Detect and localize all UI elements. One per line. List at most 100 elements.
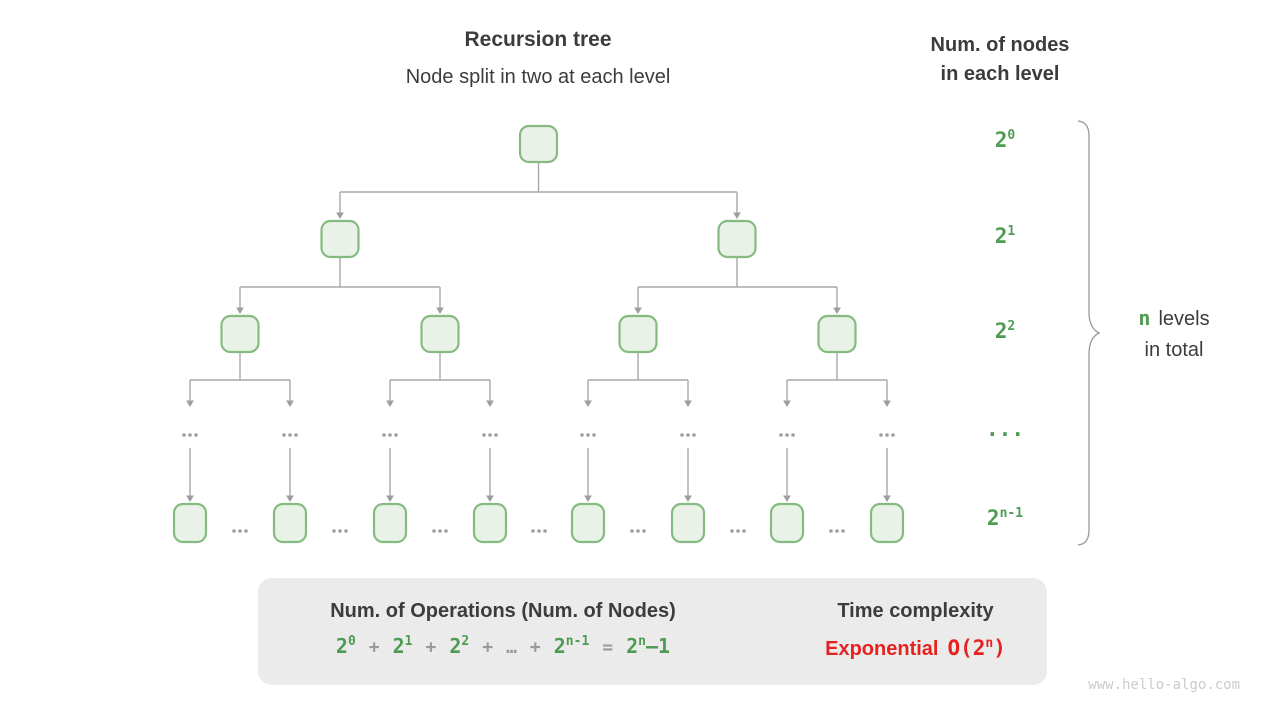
ellipsis-dots	[543, 529, 547, 533]
ellipsis-dots	[835, 529, 839, 533]
arrowhead-icon	[486, 495, 494, 502]
ellipsis-dots	[730, 529, 734, 533]
page-subtitle: Node split in two at each level	[405, 66, 671, 88]
tree-node	[869, 502, 905, 544]
tree-node	[618, 314, 658, 354]
arrowhead-icon	[486, 400, 494, 407]
ellipsis-dots	[537, 529, 541, 533]
ellipsis-dots	[742, 529, 746, 533]
arrowhead-icon	[386, 400, 394, 407]
formula-token: 22	[449, 634, 470, 658]
arrowhead-icon	[186, 495, 194, 502]
arrowhead-icon	[436, 307, 444, 314]
page-title: Recursion tree	[464, 28, 612, 51]
arrowhead-icon	[833, 307, 841, 314]
brace-icon	[1077, 120, 1101, 546]
tree-node	[172, 502, 208, 544]
right-column-title-line1: Num. of nodes	[930, 34, 1070, 56]
arrowhead-icon	[783, 495, 791, 502]
ellipsis-dots	[182, 433, 186, 437]
ellipsis-dots	[592, 433, 596, 437]
formula-token: 2n–1	[626, 634, 671, 658]
ellipsis-dots	[244, 529, 248, 533]
tree-node	[220, 314, 260, 354]
tree-node	[272, 502, 308, 544]
arrowhead-icon	[286, 495, 294, 502]
arrowhead-icon	[883, 495, 891, 502]
tree-node	[372, 502, 408, 544]
arrowhead-icon	[634, 307, 642, 314]
operations-formula: 20 +21 +22 + … +2n-1 = 2n–1	[278, 634, 728, 658]
formula-token: +	[425, 637, 437, 658]
formula-token: +	[482, 637, 494, 658]
summary-box	[258, 578, 1047, 685]
ellipsis-dots	[238, 529, 242, 533]
level-label: 2n-1	[986, 506, 1024, 530]
arrowhead-icon	[783, 400, 791, 407]
arrowhead-icon	[286, 400, 294, 407]
ellipsis-dots	[779, 433, 783, 437]
level-label: 22	[994, 319, 1016, 343]
ellipsis-dots	[736, 529, 740, 533]
tree-node	[570, 502, 606, 544]
ellipsis-dots	[344, 529, 348, 533]
ellipsis-dots	[891, 433, 895, 437]
ellipsis-dots	[494, 433, 498, 437]
formula-token: +	[529, 637, 541, 658]
tree-node	[420, 314, 460, 354]
ellipsis-dots	[785, 433, 789, 437]
arrowhead-icon	[684, 495, 692, 502]
n-levels-label: levels	[1158, 308, 1210, 330]
level-label: 21	[994, 224, 1016, 248]
ellipsis-dots	[586, 433, 590, 437]
arrowhead-icon	[883, 400, 891, 407]
ellipsis-dots	[829, 529, 833, 533]
formula-token: 21	[392, 634, 413, 658]
ellipsis-dots	[188, 433, 192, 437]
ellipsis-dots	[432, 529, 436, 533]
complexity-expression: O(2n)	[947, 636, 1006, 660]
ellipsis-dots	[194, 433, 198, 437]
watermark: www.hello-algo.com	[1088, 677, 1240, 693]
time-complexity-title: Time complexity	[837, 600, 994, 622]
right-column-title-line2: in each level	[940, 63, 1060, 85]
ellipsis-dots	[686, 433, 690, 437]
tree-node	[518, 124, 559, 164]
arrowhead-icon	[584, 495, 592, 502]
arrowhead-icon	[236, 307, 244, 314]
n-levels-note-line2: in total	[1144, 339, 1204, 361]
arrowhead-icon	[733, 212, 741, 219]
level-label: ...	[986, 417, 1024, 441]
formula-token: 20	[335, 634, 356, 658]
ellipsis-dots	[338, 529, 342, 533]
ellipsis-dots	[488, 433, 492, 437]
formula-token: =	[602, 637, 614, 658]
ellipsis-dots	[294, 433, 298, 437]
right-column-title: Num. of nodes in each level	[888, 31, 1112, 89]
ellipsis-dots	[680, 433, 684, 437]
ellipsis-dots	[382, 433, 386, 437]
formula-token: +	[368, 637, 380, 658]
ellipsis-dots	[630, 529, 634, 533]
formula-token: 2n-1	[553, 634, 590, 658]
tree-node	[670, 502, 706, 544]
ellipsis-dots	[841, 529, 845, 533]
ellipsis-dots	[642, 529, 646, 533]
arrowhead-icon	[684, 400, 692, 407]
tree-node	[717, 219, 757, 259]
tree-node	[472, 502, 508, 544]
ellipsis-dots	[692, 433, 696, 437]
complexity-word: Exponential	[825, 638, 939, 660]
ellipsis-dots	[879, 433, 883, 437]
tree-node	[320, 219, 360, 259]
formula-token: …	[506, 637, 517, 658]
ellipsis-dots	[282, 433, 286, 437]
ellipsis-dots	[885, 433, 889, 437]
ellipsis-dots	[232, 529, 236, 533]
ellipsis-dots	[531, 529, 535, 533]
ellipsis-dots	[482, 433, 486, 437]
